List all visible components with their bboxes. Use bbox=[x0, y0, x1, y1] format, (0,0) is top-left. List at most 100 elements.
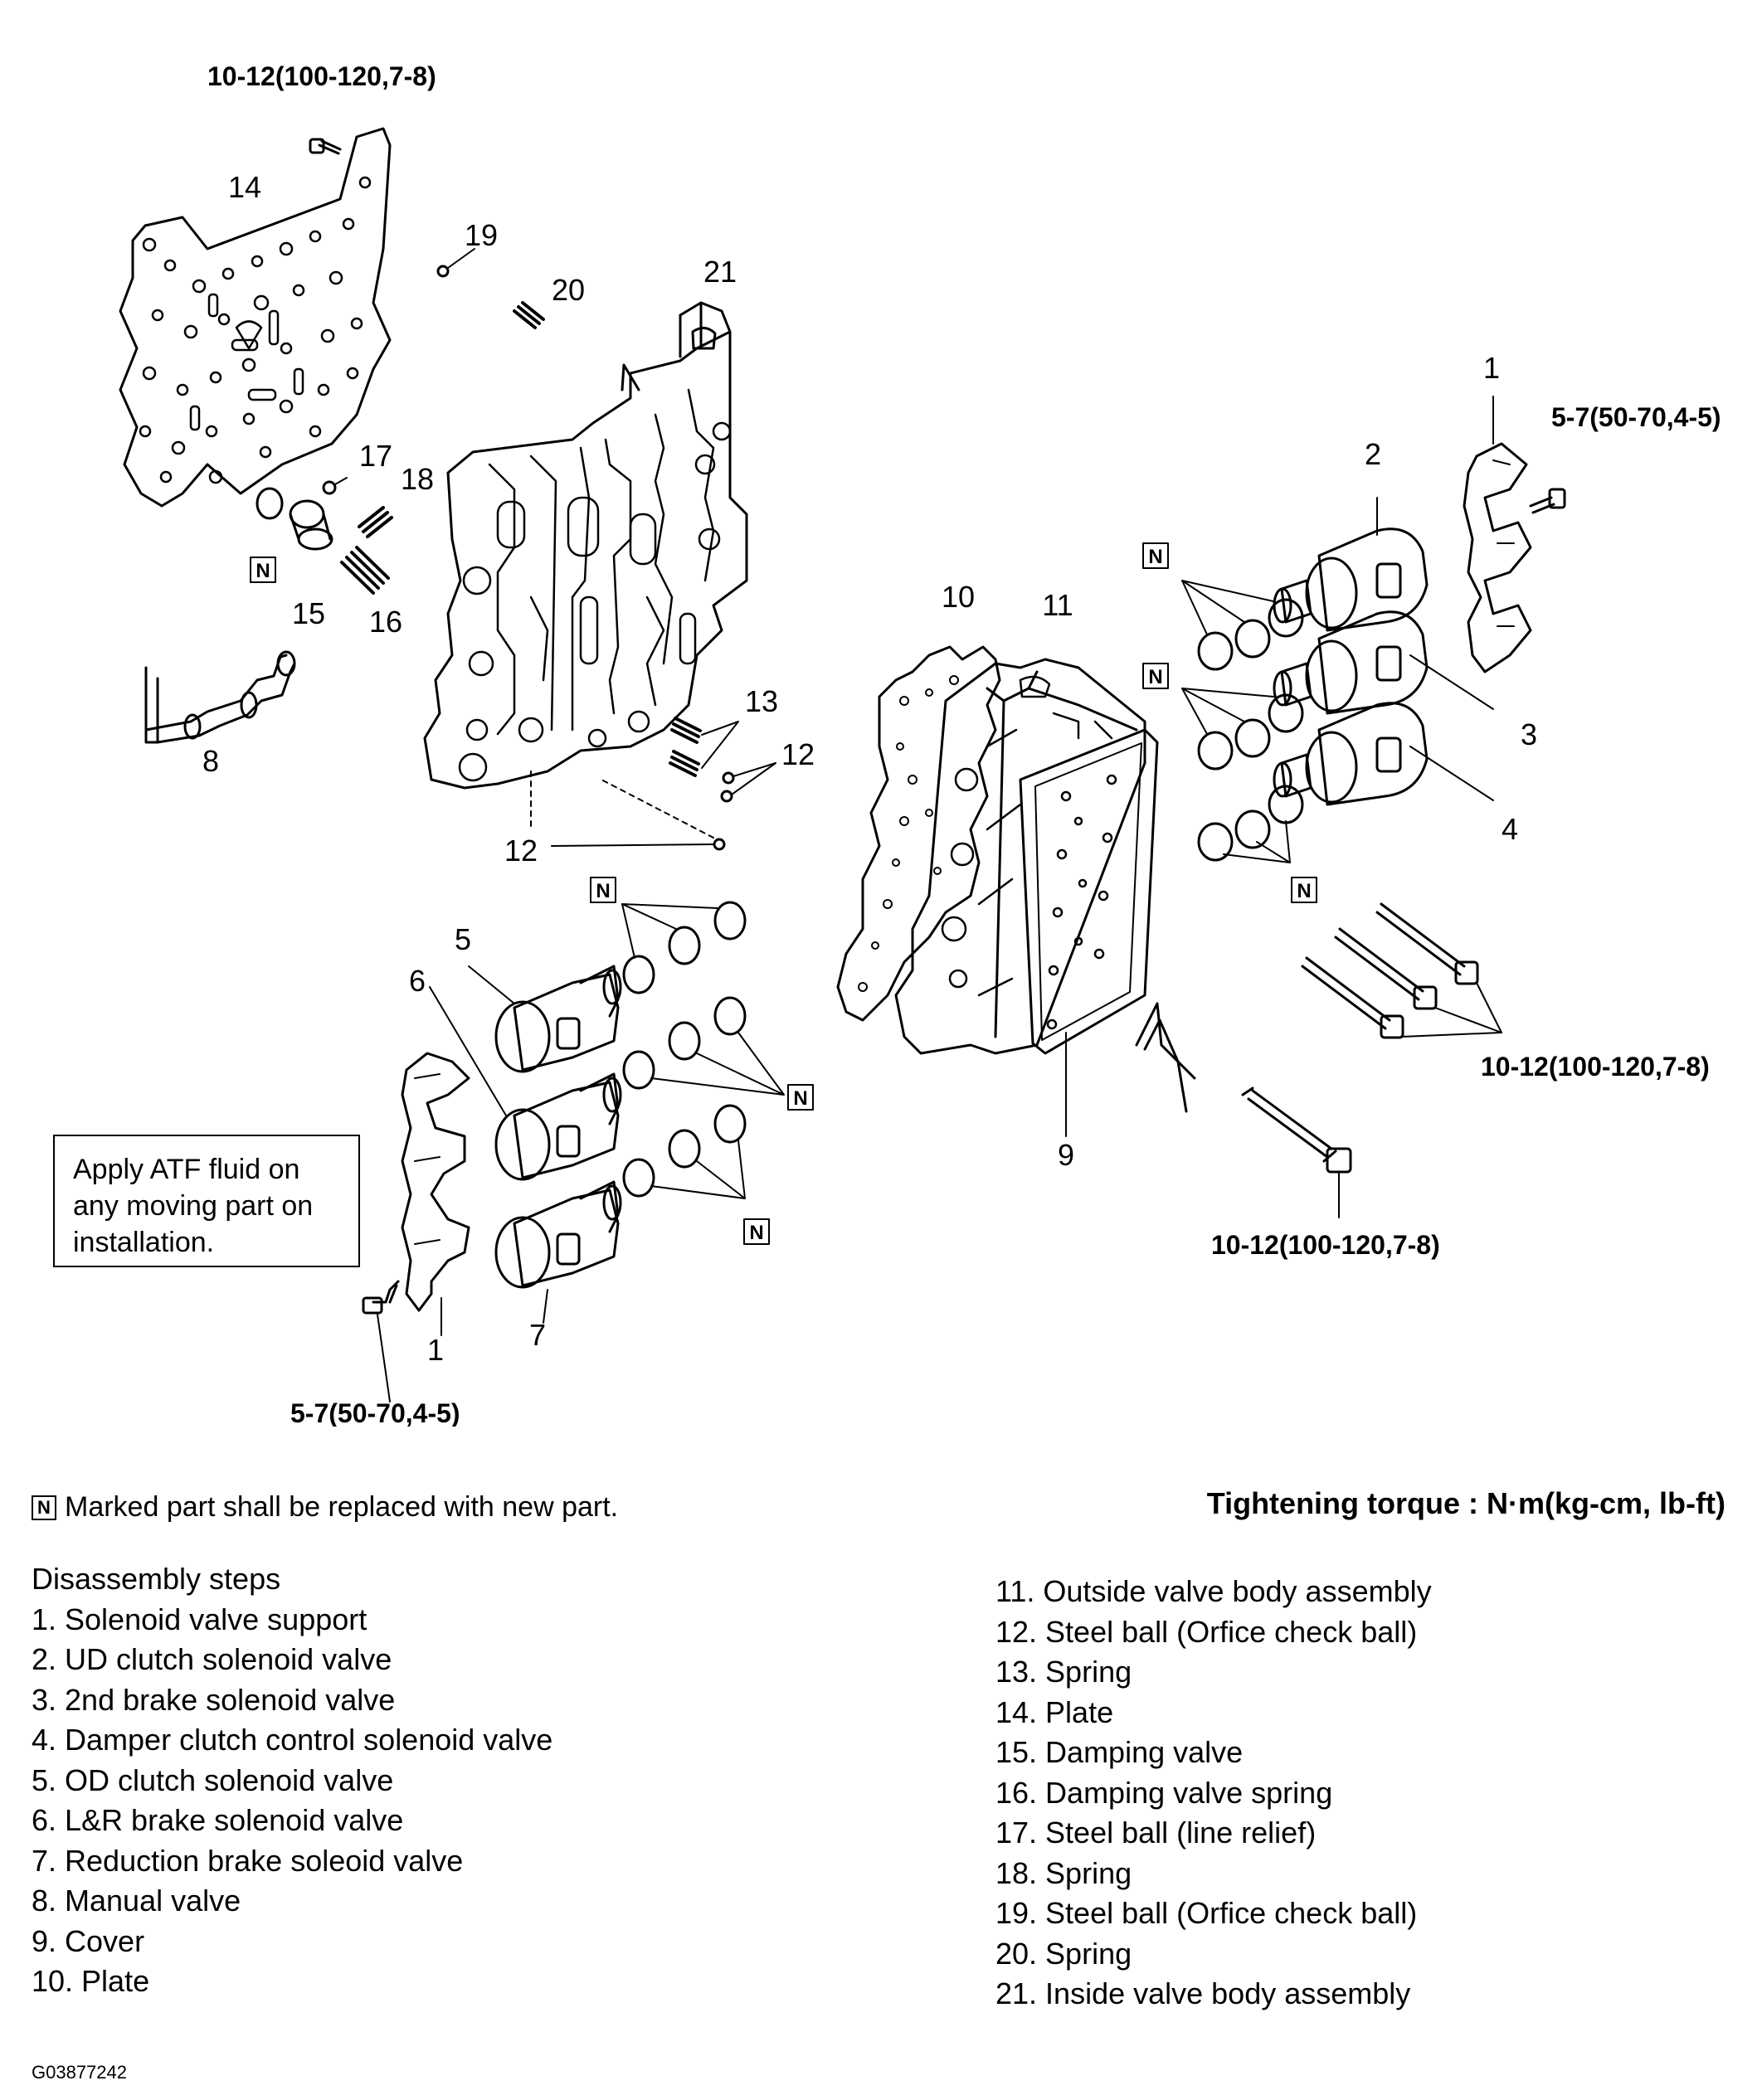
support-bolt-left bbox=[362, 1280, 400, 1402]
step-item: 8. Manual valve bbox=[32, 1884, 241, 1918]
callout-9: 9 bbox=[1058, 1138, 1074, 1172]
long-bolts bbox=[1301, 902, 1479, 1039]
solenoid-7 bbox=[494, 1180, 622, 1289]
callout-20: 20 bbox=[552, 273, 585, 307]
n-marker-2: N bbox=[1148, 546, 1162, 568]
manual-valve-8 bbox=[144, 650, 296, 744]
solenoid-2 bbox=[1273, 527, 1429, 632]
torque-top-plate: 10-12(100-120,7-8) bbox=[207, 61, 436, 91]
torque-labels: 10-12(100-120,7-8) 5-7(50-70,4-5) 10-12(… bbox=[207, 61, 1721, 1427]
callout-5: 5 bbox=[455, 922, 471, 956]
step-item: 7. Reduction brake soleoid valve bbox=[32, 1843, 464, 1878]
outside-valve-body-11 bbox=[894, 658, 1146, 1055]
n-markers bbox=[250, 542, 1317, 1245]
o-ring-near-15 bbox=[256, 487, 284, 520]
n-marker-5: N bbox=[596, 880, 610, 902]
steps-right-list: 11. Outside valve body assembly 12. Stee… bbox=[995, 1572, 1432, 2015]
spring-20 bbox=[513, 301, 545, 329]
step-item: 21. Inside valve body assembly bbox=[995, 1976, 1411, 2010]
step-item: 16. Damping valve spring bbox=[995, 1775, 1333, 1810]
callout-2: 2 bbox=[1365, 437, 1381, 471]
step-item: 13. Spring bbox=[995, 1655, 1132, 1689]
callout-16: 16 bbox=[369, 605, 402, 639]
callout-11: 11 bbox=[1042, 588, 1073, 622]
steel-ball-17 bbox=[322, 480, 337, 495]
step-item: 19. Steel ball (Orfice check ball) bbox=[995, 1896, 1418, 1930]
replace-legend-text: Marked part shall be replaced with new p… bbox=[65, 1491, 619, 1523]
callout-15: 15 bbox=[292, 596, 325, 630]
spring-13 bbox=[669, 717, 702, 777]
n-marker-letters: N N N N N N N bbox=[256, 546, 1311, 1244]
step-item: 17. Steel ball (line relief) bbox=[995, 1816, 1317, 1850]
o-rings-left bbox=[622, 901, 747, 1198]
cover-9 bbox=[1019, 728, 1159, 1055]
step-item: 9. Cover bbox=[32, 1923, 145, 1958]
callout-10: 10 bbox=[942, 580, 975, 614]
step-item: 14. Plate bbox=[995, 1694, 1114, 1729]
step-item: 4. Damper clutch control solenoid valve bbox=[32, 1723, 553, 1757]
callout-numbers: 14 19 20 21 17 18 15 16 8 13 12 12 10 11… bbox=[202, 170, 1537, 1367]
n-marker-6: N bbox=[793, 1087, 807, 1110]
inside-valve-body-21 bbox=[423, 301, 748, 790]
spring-16 bbox=[340, 546, 390, 595]
replace-legend: N Marked part shall be replaced with new… bbox=[32, 1491, 618, 1524]
solenoid-support-1-left bbox=[401, 1052, 470, 1312]
n-marker-4: N bbox=[1297, 880, 1311, 902]
n-marker-3: N bbox=[1148, 666, 1162, 688]
support-bolt-right bbox=[1529, 488, 1566, 514]
step-item: 6. L&R brake solenoid valve bbox=[32, 1803, 404, 1837]
solenoid-support-1-right bbox=[1463, 442, 1532, 673]
callout-6: 6 bbox=[409, 964, 426, 998]
n-marker-7: N bbox=[749, 1222, 763, 1244]
steel-ball-12a bbox=[722, 771, 735, 785]
atf-note-box: Apply ATF fluid on any moving part on in… bbox=[53, 1135, 360, 1267]
torque-bottom: 10-12(100-120,7-8) bbox=[1211, 1230, 1440, 1260]
steps-title: Disassembly steps bbox=[32, 1562, 281, 1596]
callout-4: 4 bbox=[1502, 812, 1518, 846]
callout-12b: 12 bbox=[504, 834, 538, 868]
step-item: 2. UD clutch solenoid valve bbox=[32, 1642, 392, 1676]
steel-ball-12c bbox=[713, 838, 726, 851]
solenoid-6 bbox=[494, 1072, 622, 1181]
steel-ball-19 bbox=[436, 265, 450, 278]
callout-13: 13 bbox=[745, 684, 778, 718]
callout-17: 17 bbox=[359, 439, 392, 473]
damping-valve-15 bbox=[289, 499, 333, 551]
step-item: 20. Spring bbox=[995, 1936, 1132, 1971]
atf-note-text: Apply ATF fluid on any moving part on in… bbox=[73, 1154, 314, 1258]
callout-19: 19 bbox=[465, 218, 498, 252]
n-legend-icon: N bbox=[32, 1495, 56, 1520]
step-item: 12. Steel ball (Orfice check ball) bbox=[995, 1614, 1418, 1649]
callout-7: 7 bbox=[529, 1318, 546, 1352]
callout-14: 14 bbox=[228, 170, 261, 204]
spring-18 bbox=[358, 506, 393, 538]
torque-right-long-bolts: 10-12(100-120,7-8) bbox=[1481, 1052, 1710, 1082]
torque-units-label: Tightening torque : N·m(kg-cm, lb-ft) bbox=[1206, 1486, 1725, 1520]
steps-left-list: Disassembly steps 1. Solenoid valve supp… bbox=[32, 1559, 552, 2002]
figure-id: G03877242 bbox=[32, 2062, 127, 2083]
step-item: 15. Damping valve bbox=[995, 1735, 1244, 1769]
solenoid-5 bbox=[494, 965, 622, 1073]
bottom-bolt bbox=[1241, 1086, 1352, 1174]
cover-bracket bbox=[1135, 1002, 1196, 1113]
plate-bolt bbox=[309, 138, 342, 155]
callout-21: 21 bbox=[703, 255, 737, 289]
n-marker-1: N bbox=[256, 560, 270, 582]
callout-1-left: 1 bbox=[427, 1333, 444, 1367]
step-item: 11. Outside valve body assembly bbox=[995, 1574, 1432, 1608]
callout-3: 3 bbox=[1521, 717, 1537, 751]
step-item: 10. Plate bbox=[32, 1964, 150, 1998]
callout-18: 18 bbox=[401, 462, 434, 496]
solenoid-4 bbox=[1273, 702, 1429, 806]
plate-14 bbox=[119, 127, 392, 508]
step-item: 1. Solenoid valve support bbox=[32, 1602, 367, 1636]
callout-12a: 12 bbox=[781, 737, 815, 771]
step-item: 3. 2nd brake solenoid valve bbox=[32, 1682, 396, 1717]
step-item: 18. Spring bbox=[995, 1855, 1132, 1890]
callout-1-right: 1 bbox=[1483, 351, 1500, 385]
callout-line-19 bbox=[447, 248, 475, 269]
exploded-parts-diagram: N N N N N N N 14 19 20 21 17 18 15 16 8 … bbox=[119, 61, 1721, 1427]
torque-left-support: 5-7(50-70,4-5) bbox=[290, 1398, 460, 1427]
steel-ball-12b bbox=[720, 790, 733, 803]
o-rings-right bbox=[1197, 598, 1304, 862]
